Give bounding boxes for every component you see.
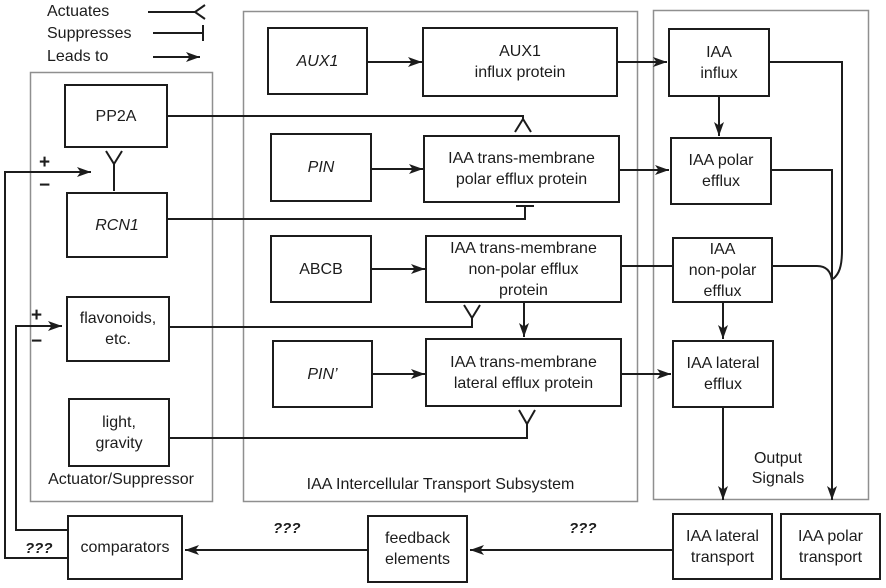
box-flavonoids: flavonoids, etc.: [66, 296, 170, 362]
box-iaa-polar-efflux: IAA polar efflux: [670, 137, 772, 205]
unknown-label-feedback-to-comparators: ???: [273, 520, 301, 537]
comparators-to-rcn1-pp2a-feedback-connector: [4, 167, 91, 559]
box-iaa-lateral-efflux: IAA lateral efflux: [672, 340, 774, 408]
legend-actuates-label: Actuates: [47, 3, 110, 20]
box-feedback-elements: feedback elements: [367, 515, 468, 583]
box-iaa-influx: IAA influx: [668, 28, 770, 97]
plus-sign-flavonoids-feedback: +: [31, 305, 43, 326]
actuator-suppressor-group-title: Actuator/Suppressor: [48, 471, 194, 488]
iaa-influx-output-connector: [770, 61, 843, 280]
rcn1-actuates-pp2a-connector: [105, 150, 123, 191]
legend-suppresses-label: Suppresses: [47, 25, 132, 42]
plus-sign-rcn1-feedback: +: [39, 152, 51, 173]
pp2a-actuates-polar-efflux-connector: [168, 115, 532, 133]
legend-leads-to-label: Leads to: [47, 48, 109, 65]
box-aux1-influx-protein: AUX1 influx protein: [422, 27, 618, 97]
box-iaa-nonpolar-efflux: IAA non-polar efflux: [672, 237, 773, 303]
box-iaa-lateral-transport: IAA lateral transport: [672, 513, 773, 580]
box-pp2a: PP2A: [64, 84, 168, 148]
box-aux1-gene: AUX1: [267, 27, 368, 95]
unknown-label-comparators: ???: [25, 540, 53, 557]
box-light-gravity: light, gravity: [68, 398, 170, 467]
iaa-polar-output-to-polar-transport-arrow: [772, 169, 837, 500]
comparators-to-flavonoids-feedback-connector: [15, 321, 67, 531]
box-iaa-polar-transport: IAA polar transport: [780, 513, 881, 580]
output-group-border: [652, 9, 870, 501]
transport-subsystem-group-title: IAA Intercellular Transport Subsystem: [306, 476, 575, 493]
actuator-suppressor-group-border: [29, 71, 214, 503]
box-pin-gene: PIN: [270, 133, 372, 202]
box-abcb-gene: ABCB: [270, 235, 372, 303]
iaa-nonpolar-output-connector: [773, 265, 833, 282]
minus-sign-flavonoids-feedback: −: [31, 331, 43, 352]
box-nonpolar-efflux-protein: IAA trans-membrane non-polar efflux prot…: [425, 235, 622, 303]
flavonoids-actuates-nonpolar-efflux-connector: [170, 304, 481, 328]
transport-subsystem-group-border: [242, 10, 639, 503]
output-signals-label: Output Signals: [751, 450, 805, 487]
unknown-label-transport-to-feedback: ???: [569, 520, 597, 537]
box-pin-prime-gene: PIN’: [272, 340, 373, 408]
actuates-arrow-icon: [148, 4, 206, 20]
minus-sign-rcn1-feedback: −: [39, 175, 51, 196]
box-polar-efflux-protein: IAA trans-membrane polar efflux protein: [423, 135, 620, 203]
box-comparators: comparators: [67, 515, 183, 580]
light-gravity-actuates-lateral-efflux-connector: [170, 409, 536, 439]
box-lateral-efflux-protein: IAA trans-membrane lateral efflux protei…: [425, 338, 622, 407]
suppresses-arrow-icon: [153, 25, 204, 41]
box-rcn1: RCN1: [66, 192, 168, 258]
rcn1-suppresses-polar-efflux-connector: [168, 205, 534, 220]
